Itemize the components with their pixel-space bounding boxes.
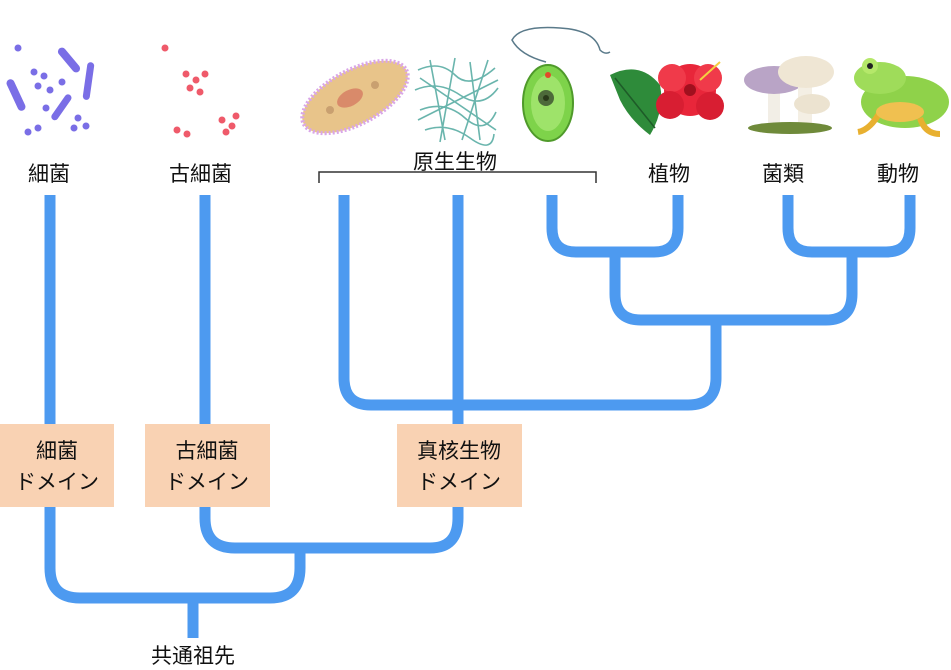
archaea-icon — [161, 44, 240, 138]
branch-archaea-eukarya — [199, 195, 464, 554]
tree-branches — [44, 195, 916, 638]
branch-root — [44, 195, 306, 638]
domain-box-archaea: 古細菌 ドメイン — [145, 424, 270, 507]
euglena-icon — [511, 26, 611, 142]
branch-plants-fungi — [609, 252, 858, 326]
root-label: 共通祖先 — [151, 644, 235, 668]
domain-box-bacteria-line2: ドメイン — [15, 470, 99, 494]
frog-icon — [854, 58, 949, 137]
taxon-label-fungi: 菌類 — [762, 162, 804, 186]
taxon-label-animals: 動物 — [877, 162, 919, 186]
taxon-label-bacteria: 細菌 — [28, 162, 70, 186]
domain-box-archaea-line1: 古細菌 — [176, 439, 239, 463]
branch-fungi-animals — [782, 195, 916, 258]
paramecium-icon — [300, 58, 410, 136]
taxon-label-plants: 植物 — [648, 162, 690, 186]
mushroom-icon — [744, 56, 834, 134]
domain-box-eukarya-line1: 真核生物 — [417, 439, 501, 463]
branch-euglena-plants — [546, 195, 684, 258]
taxon-label-protists: 原生生物 — [413, 150, 497, 174]
domain-box-archaea-line2: ドメイン — [165, 470, 249, 494]
domain-box-eukarya-line2: ドメイン — [417, 470, 501, 494]
protist-bracket — [318, 171, 597, 183]
bacteria-icon — [6, 44, 95, 136]
branch-eukarya — [338, 195, 722, 411]
algae-icon — [414, 57, 499, 146]
domain-box-bacteria: 細菌 ドメイン — [0, 424, 114, 507]
domain-box-bacteria-line1: 細菌 — [36, 439, 78, 463]
domain-box-eukarya: 真核生物 ドメイン — [397, 424, 522, 507]
hibiscus-icon — [610, 61, 724, 135]
taxon-label-archaea: 古細菌 — [169, 162, 232, 186]
